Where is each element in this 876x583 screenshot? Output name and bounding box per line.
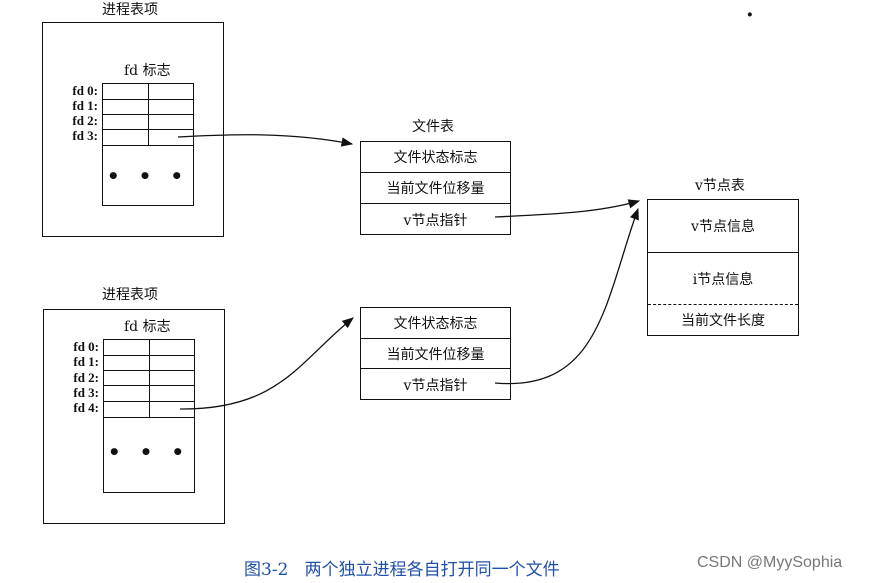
- inode-info: i节点信息: [648, 253, 798, 305]
- process1-fd3-label: fd 3:: [72, 128, 98, 143]
- process1-fd-header: fd 标志: [124, 63, 171, 79]
- process1-fd1-label: fd 1:: [72, 98, 98, 113]
- vnode-table-title: v节点表: [695, 178, 745, 194]
- process2-fd0-label: fd 0:: [73, 339, 99, 354]
- current-file-length: 当前文件长度: [681, 313, 765, 329]
- fd-row-2: [103, 115, 193, 130]
- fd-row-0: [104, 340, 194, 356]
- current-file-offset: 当前文件位移量: [361, 173, 510, 204]
- process2-fd4-label: fd 4:: [73, 400, 99, 415]
- process2-fd2-label: fd 2:: [73, 370, 99, 385]
- process1-title: 进程表项: [102, 2, 158, 18]
- vnode-table-entry: v节点信息 i节点信息 当前文件长度: [647, 199, 799, 336]
- file-table-title: 文件表: [412, 119, 454, 135]
- process1-fd0-label: fd 0:: [72, 83, 98, 98]
- figure-caption: 图3-2 两个独立进程各自打开同一个文件: [244, 560, 560, 580]
- process2-title: 进程表项: [102, 287, 158, 303]
- fd-row-2: [104, 371, 194, 386]
- file-status-flags: 文件状态标志: [361, 142, 510, 173]
- process1-fd-table: • • •: [102, 83, 194, 206]
- arrow-p1-fd3-to-file-entry-1: [177, 134, 354, 147]
- fd-row-0: [103, 84, 193, 100]
- file-table-entry-2: 文件状态标志 当前文件位移量 v节点指针: [360, 307, 511, 400]
- fd-row-1: [103, 100, 193, 115]
- current-file-offset: 当前文件位移量: [361, 339, 510, 369]
- arrow-p2-fd4-to-file-entry-2: [179, 317, 354, 410]
- process1-fd2-label: fd 2:: [72, 113, 98, 128]
- fd-row-3: [103, 130, 193, 146]
- csdn-watermark: CSDN @MyySophia: [697, 554, 843, 571]
- process2-fd1-label: fd 1:: [73, 354, 99, 369]
- process2-fd-table: • • •: [103, 339, 195, 493]
- vnode-pointer: v节点指针: [403, 212, 468, 229]
- process1-ellipsis: • • •: [106, 164, 190, 188]
- stray-dot: ·: [746, 2, 754, 28]
- fd-row-1: [104, 356, 194, 371]
- vnode-pointer: v节点指针: [403, 377, 468, 394]
- process2-fd3-label: fd 3:: [73, 385, 99, 400]
- fd-row-3: [104, 386, 194, 402]
- arrow-file-entry-2-to-vnode: [494, 207, 639, 385]
- file-status-flags: 文件状态标志: [361, 308, 510, 339]
- vnode-info: v节点信息: [648, 200, 798, 253]
- file-table-entry-1: 文件状态标志 当前文件位移量 v节点指针: [360, 141, 511, 235]
- fd-row-4: [104, 402, 194, 418]
- process2-ellipsis: • • •: [107, 440, 191, 464]
- process2-fd-header: fd 标志: [124, 319, 171, 335]
- arrow-file-entry-1-to-vnode: [494, 199, 641, 218]
